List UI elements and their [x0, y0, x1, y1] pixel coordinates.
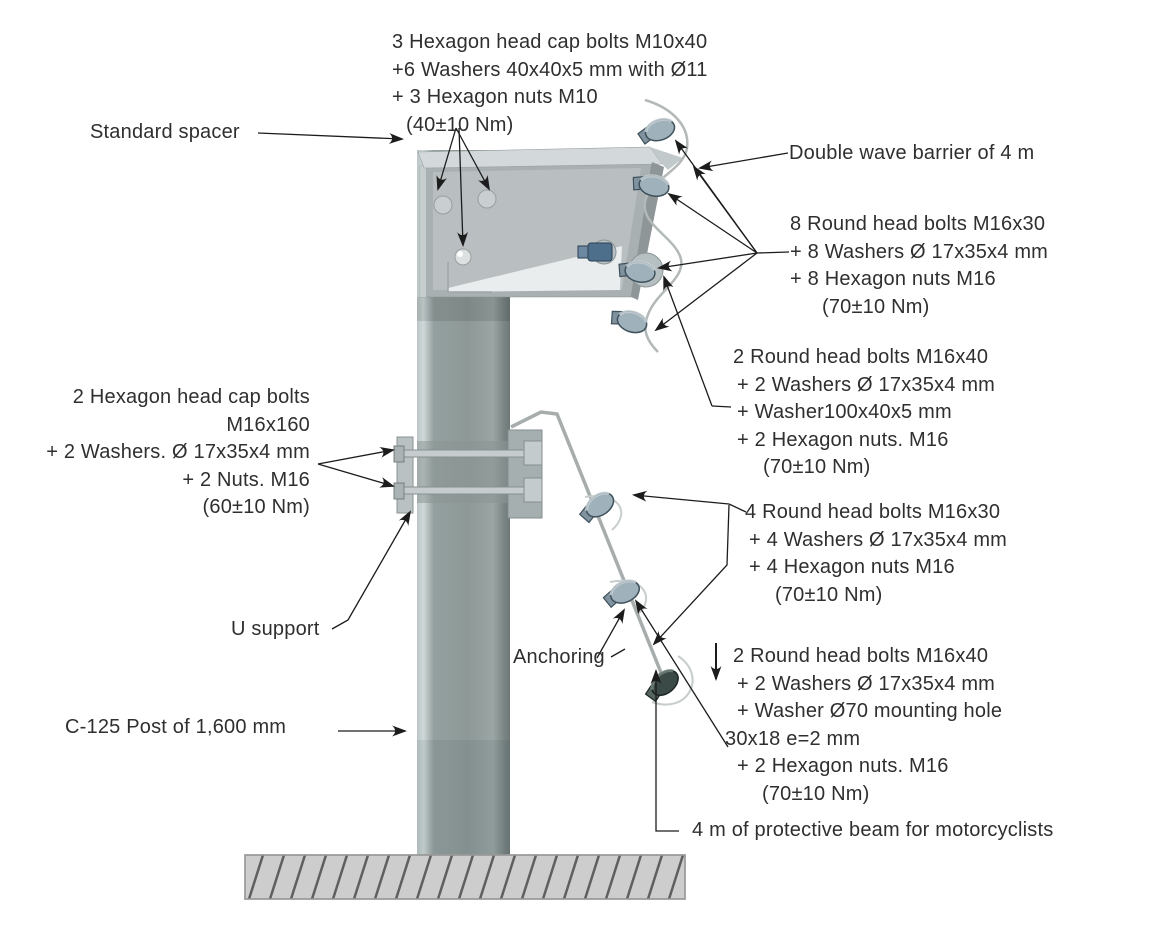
label-line: + 4 Hexagon nuts M16	[749, 556, 955, 578]
label-two-round-bolts-lower: 2 Round head bolts M16x40 + 2 Washers Ø …	[725, 643, 1002, 808]
hex-head-icon	[393, 445, 405, 463]
leader-two-bolts-lower	[634, 599, 729, 748]
label-line: (60±10 Nm)	[202, 496, 310, 518]
label-line: (70±10 Nm)	[775, 583, 883, 606]
label-hex-cap-bolts-left: 2 Hexagon head cap bolts M16x160 + 2 Was…	[20, 384, 310, 522]
leader-top-bolts	[436, 127, 490, 248]
u-support-clamp	[393, 429, 543, 519]
label-eight-round-bolts: 8 Round head bolts M16x30 + 8 Washers Ø …	[790, 211, 1048, 321]
round-head-bolt-icon	[606, 304, 651, 338]
label-line: 2 Round head bolts M16x40	[733, 346, 989, 368]
label-line: + 8 Washers Ø 17x35x4 mm	[790, 240, 1049, 263]
label-line: +6 Washers 40x40x5 mm with Ø11	[392, 58, 708, 81]
hex-nut-icon	[523, 477, 543, 503]
label-line: + 4 Washers Ø 17x35x4 mm	[749, 528, 1008, 551]
label-four-round-bolts: 4 Round head bolts M16x30 + 4 Washers Ø …	[745, 499, 1007, 609]
label-line: + 2 Nuts. M16	[182, 468, 310, 491]
hexagon-bolt-blue-icon	[577, 239, 617, 265]
leader-anchoring	[596, 608, 626, 659]
ground-hatch	[244, 854, 686, 900]
label-c125-post: C-125 Post of 1,600 mm	[65, 716, 287, 738]
label-line: + 2 Hexagon nuts. M16	[737, 428, 949, 451]
leader-double-wave	[697, 152, 789, 172]
standard-spacer-assembly	[417, 146, 683, 300]
label-line: + 2 Washers Ø 17x35x4 mm	[737, 373, 996, 396]
label-line: + 2 Washers. Ø 17x35x4 mm	[46, 441, 310, 463]
label-line: 3 Hexagon head cap bolts M10x40	[392, 31, 708, 53]
label-two-round-bolts-upper: 2 Round head bolts M16x40 + 2 Washers Ø …	[733, 344, 995, 482]
label-double-wave-barrier: Double wave barrier of 4 m	[789, 142, 1035, 164]
label-line: (70±10 Nm)	[763, 456, 871, 478]
leader-four-bolts	[631, 490, 747, 646]
label-line: + 2 Hexagon nuts. M16	[737, 755, 949, 777]
label-top-bolts: 3 Hexagon head cap bolts M10x40 +6 Washe…	[392, 29, 708, 139]
label-line: 2 Round head bolts M16x40	[733, 645, 989, 667]
label-line: + Washer Ø70 mounting hole	[737, 700, 1003, 722]
label-line: + 3 Hexagon nuts M10	[392, 86, 598, 108]
label-line: 30x18 e=2 mm	[725, 727, 861, 750]
label-standard-spacer: Standard spacer	[90, 121, 240, 143]
hex-head-icon	[393, 482, 405, 500]
spacer-bolt-icon	[454, 248, 472, 266]
round-head-bolt-icon	[574, 486, 620, 528]
label-line: + 2 Washers Ø 17x35x4 mm	[737, 672, 996, 695]
label-anchoring: Anchoring	[513, 646, 605, 668]
round-head-bolt-dark-icon	[640, 664, 685, 707]
label-line: 4 Round head bolts M16x30	[745, 501, 1001, 523]
spacer-bolt-icon	[433, 195, 453, 215]
leader-hex-cap-bolts	[317, 447, 396, 488]
hex-nut-icon	[523, 440, 543, 466]
leader-u-support	[331, 510, 412, 630]
label-line: + Washer100x40x5 mm	[737, 401, 952, 423]
leader-two-bolts-upper	[663, 275, 732, 408]
label-line: 8 Round head bolts M16x30	[790, 213, 1046, 235]
label-line: + 8 Hexagon nuts M16	[790, 268, 996, 290]
label-line: (40±10 Nm)	[406, 113, 514, 136]
leader-protective-beam	[650, 668, 679, 832]
anchoring-assembly	[510, 410, 694, 707]
label-line: M16x160	[226, 413, 310, 436]
label-line: (70±10 Nm)	[822, 295, 930, 318]
round-head-bolt-icon	[599, 575, 645, 612]
leader-eight-bolts-fan	[654, 139, 790, 332]
label-line: (70±10 Nm)	[762, 782, 870, 805]
label-protective-beam: 4 m of protective beam for motorcyclists	[692, 819, 1054, 841]
anchor-rod	[510, 410, 670, 691]
spacer-bolt-icon	[477, 189, 497, 209]
label-u-support: U support	[231, 618, 320, 640]
leader-standard-spacer	[257, 132, 405, 144]
label-line: 2 Hexagon head cap bolts	[72, 386, 310, 408]
